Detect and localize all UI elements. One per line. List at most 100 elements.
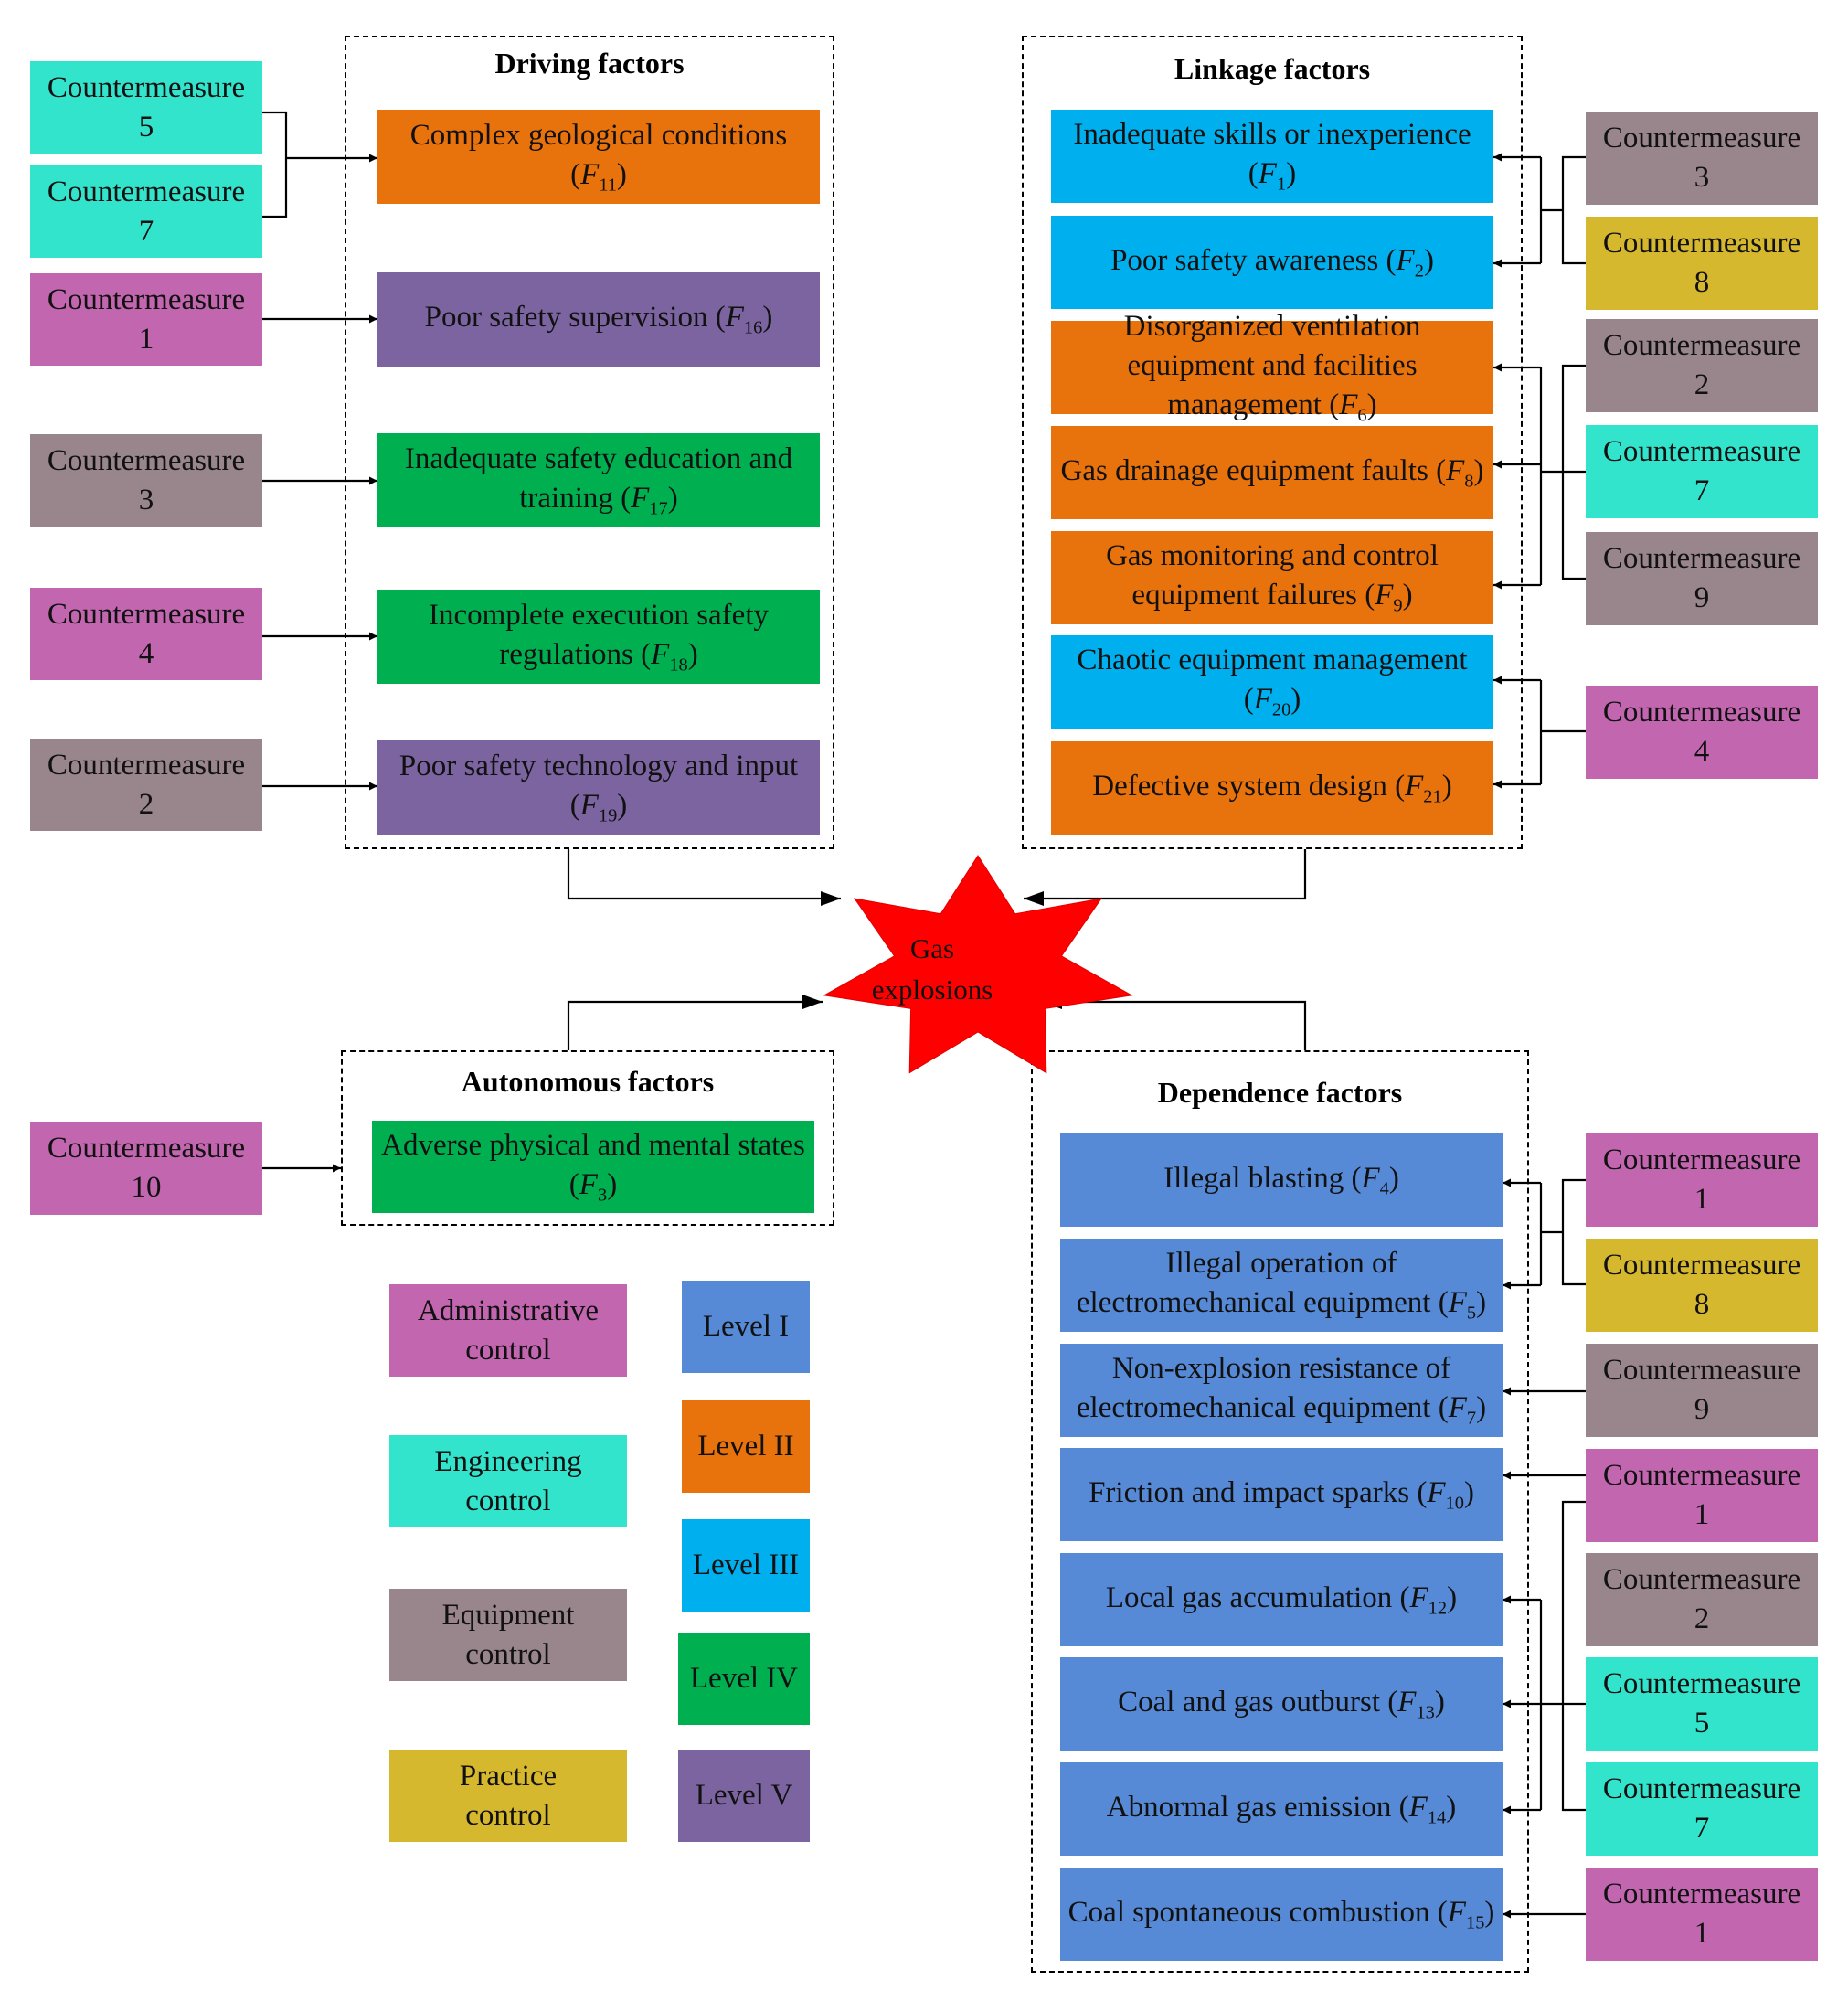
factor-label: Poor safety awareness bbox=[1110, 243, 1379, 277]
factor-code: (F19) bbox=[569, 788, 628, 826]
dependence-countermeasure-countermeasure-9-2: Countermeasure 9 bbox=[1586, 1344, 1818, 1437]
legend-administrative-control: Administrative control bbox=[389, 1284, 627, 1377]
linkage-countermeasure-countermeasure-7-3: Countermeasure 7 bbox=[1586, 425, 1818, 518]
linkage-factor-6: Disorganized ventilation equipment and f… bbox=[1051, 310, 1493, 425]
dependence-countermeasure-countermeasure-1-0: Countermeasure 1 bbox=[1586, 1133, 1818, 1227]
connector-autonomous-to-explosion bbox=[567, 995, 823, 1050]
factor-label: Coal and gas outburst bbox=[1118, 1685, 1381, 1719]
dependence-countermeasure-countermeasure-2-4: Countermeasure 2 bbox=[1586, 1553, 1818, 1646]
connector-bracket bbox=[1561, 155, 1586, 265]
linkage-factor-9: Gas monitoring and control equipment fai… bbox=[1051, 531, 1493, 624]
driving-countermeasure-countermeasure-5-0: Countermeasure 5 bbox=[30, 61, 262, 154]
factor-code: (F14) bbox=[1391, 1790, 1457, 1828]
factor-code-subscript: 21 bbox=[1423, 786, 1442, 807]
factor-code-subscript: 12 bbox=[1428, 1598, 1448, 1619]
factor-label: Chaotic equipment management bbox=[1077, 644, 1468, 677]
factor-label: Inadequate safety education and training bbox=[404, 442, 793, 515]
factor-label: Incomplete execution safety regulations bbox=[428, 598, 769, 671]
dependence-factors-title: Dependence factors bbox=[1157, 1076, 1403, 1109]
autonomous-countermeasure-countermeasure-10: Countermeasure 10 bbox=[30, 1122, 262, 1215]
dependence-factor-4: Illegal blasting (F4) bbox=[1060, 1133, 1503, 1227]
dependence-countermeasure-countermeasure-1-7: Countermeasure 1 bbox=[1586, 1868, 1818, 1961]
linkage-factor-21: Defective system design (F21) bbox=[1051, 741, 1493, 835]
factor-label: Inadequate skills or inexperience bbox=[1073, 118, 1471, 152]
driving-factors-title: Driving factors bbox=[494, 47, 685, 80]
dependence-countermeasure-countermeasure-5-5: Countermeasure 5 bbox=[1586, 1657, 1818, 1751]
connector-bracket bbox=[262, 111, 288, 218]
factor-label: Local gas accumulation bbox=[1105, 1580, 1393, 1614]
linkage-factors-group: Linkage factors bbox=[1022, 36, 1523, 849]
legend-level-ii: Level II bbox=[682, 1400, 810, 1493]
driving-factor-19: Poor safety technology and input (F19) bbox=[377, 740, 820, 835]
driving-countermeasure-countermeasure-2-5: Countermeasure 2 bbox=[30, 739, 262, 831]
legend-level-iii: Level III bbox=[682, 1519, 810, 1612]
factor-code: (F17) bbox=[612, 481, 678, 519]
dependence-factor-13: Coal and gas outburst (F13) bbox=[1060, 1657, 1503, 1751]
factor-code-subscript: 8 bbox=[1464, 471, 1474, 492]
linkage-countermeasure-countermeasure-4-5: Countermeasure 4 bbox=[1586, 686, 1818, 779]
factor-code-subscript: 14 bbox=[1427, 1807, 1447, 1828]
linkage-countermeasure-countermeasure-8-1: Countermeasure 8 bbox=[1586, 217, 1818, 310]
factor-code: (F9) bbox=[1356, 579, 1413, 616]
linkage-factors-title: Linkage factors bbox=[1174, 52, 1371, 85]
driving-factor-17: Inadequate safety education and training… bbox=[377, 433, 820, 527]
linkage-factor-20: Chaotic equipment management (F20) bbox=[1051, 635, 1493, 729]
factor-code: (F5) bbox=[1430, 1286, 1487, 1324]
factor-code: (F21) bbox=[1386, 769, 1452, 807]
linkage-factor-8: Gas drainage equipment faults (F8) bbox=[1051, 426, 1493, 519]
factor-code: (F10) bbox=[1409, 1475, 1474, 1514]
legend-engineering-control: Engineering control bbox=[389, 1435, 627, 1527]
legend-level-i: Level I bbox=[682, 1281, 810, 1373]
factor-code-subscript: 13 bbox=[1416, 1702, 1435, 1723]
factor-code: (F16) bbox=[707, 301, 773, 338]
factor-label: Gas monitoring and control equipment fai… bbox=[1106, 539, 1439, 612]
linkage-factor-2: Poor safety awareness (F2) bbox=[1051, 216, 1493, 309]
autonomous-factors-group: Autonomous factors bbox=[341, 1050, 834, 1226]
connector-bracket bbox=[1561, 1500, 1586, 1812]
driving-factor-16: Poor safety supervision (F16) bbox=[377, 272, 820, 367]
legend-level-v: Level V bbox=[678, 1750, 810, 1842]
factor-code-subscript: 7 bbox=[1466, 1408, 1477, 1429]
factor-code: (F3) bbox=[568, 1167, 618, 1206]
factor-label: Abnormal gas emission bbox=[1106, 1790, 1392, 1824]
factor-code-subscript: 1 bbox=[1276, 174, 1287, 195]
dependence-factor-10: Friction and impact sparks (F10) bbox=[1060, 1448, 1503, 1541]
dependence-factor-15: Coal spontaneous combustion (F15) bbox=[1060, 1868, 1503, 1961]
connector-driving-to-explosion bbox=[567, 849, 841, 906]
factor-code-subscript: 15 bbox=[1465, 1912, 1485, 1933]
factor-label: Coal spontaneous combustion bbox=[1067, 1895, 1430, 1929]
linkage-countermeasure-countermeasure-3-0: Countermeasure 3 bbox=[1586, 112, 1818, 205]
factor-code: (F2) bbox=[1378, 243, 1434, 282]
linkage-factor-1: Inadequate skills or inexperience (F1) bbox=[1051, 110, 1493, 203]
factor-code: (F15) bbox=[1429, 1895, 1495, 1933]
connector-bracket bbox=[1561, 1178, 1586, 1286]
factor-label: Adverse physical and mental states bbox=[381, 1128, 805, 1162]
factor-code-subscript: 3 bbox=[597, 1185, 608, 1206]
factor-code: (F12) bbox=[1392, 1580, 1458, 1619]
factor-code-subscript: 16 bbox=[743, 318, 763, 338]
legend-practice-control: Practice control bbox=[389, 1750, 627, 1842]
legend-level-iv: Level IV bbox=[678, 1633, 810, 1725]
factor-code: (F20) bbox=[1243, 683, 1301, 720]
dependence-countermeasure-countermeasure-7-6: Countermeasure 7 bbox=[1586, 1762, 1818, 1856]
factor-label: Poor safety supervision bbox=[424, 301, 708, 335]
legend-equipment-control: Equipment control bbox=[389, 1589, 627, 1681]
factor-code: (F13) bbox=[1380, 1685, 1445, 1723]
factor-code-subscript: 19 bbox=[598, 805, 618, 826]
factor-label: Illegal blasting bbox=[1163, 1161, 1344, 1195]
factor-code: (F6) bbox=[1321, 388, 1377, 426]
factor-code-subscript: 17 bbox=[649, 498, 668, 519]
linkage-countermeasure-countermeasure-2-2: Countermeasure 2 bbox=[1586, 319, 1818, 412]
factor-label: Disorganized ventilation equipment and f… bbox=[1123, 310, 1421, 421]
factor-code: (F1) bbox=[1248, 157, 1297, 195]
factor-code-subscript: 20 bbox=[1271, 699, 1291, 720]
autonomous-factor-3: Adverse physical and mental states (F3) bbox=[372, 1121, 814, 1213]
dependence-factor-7: Non-explosion resistance of electromecha… bbox=[1060, 1344, 1503, 1437]
factor-label: Gas drainage equipment faults bbox=[1060, 453, 1428, 487]
factor-code: (F11) bbox=[570, 157, 627, 196]
factor-label: Illegal operation of electromechanical e… bbox=[1076, 1247, 1431, 1320]
factor-code: (F4) bbox=[1344, 1161, 1399, 1199]
dependence-countermeasure-countermeasure-1-3: Countermeasure 1 bbox=[1586, 1449, 1818, 1542]
dependence-factor-12: Local gas accumulation (F12) bbox=[1060, 1553, 1503, 1646]
